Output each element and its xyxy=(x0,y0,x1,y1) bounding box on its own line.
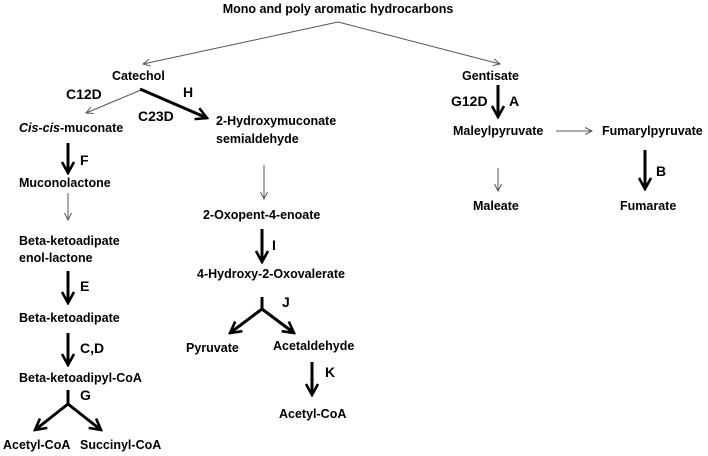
node-catechol: Catechol xyxy=(112,69,165,83)
title-hydrocarbons: Mono and poly aromatic hydrocarbons xyxy=(222,2,454,16)
split-arrow-g xyxy=(35,390,101,430)
enzyme-label-a: A xyxy=(509,93,520,109)
node-gentisate: Gentisate xyxy=(462,69,519,83)
node-succinyl-coa: Succinyl-CoA xyxy=(80,438,162,452)
node-cis-cis-muconate: Cis-cis-muconate xyxy=(19,121,123,135)
node-acetaldehyde: Acetaldehyde xyxy=(273,339,355,353)
node-muconolactone: Muconolactone xyxy=(19,176,111,190)
node-fumarate: Fumarate xyxy=(620,199,677,213)
node-maleate: Maleate xyxy=(473,199,519,213)
arrow-hydrocarbons-to-catechol xyxy=(143,21,339,64)
split-arrow-j xyxy=(230,297,294,333)
node-fumarylpyruvate: Fumarylpyruvate xyxy=(602,124,703,138)
enzyme-label-e: E xyxy=(80,278,90,294)
node-beta-ketoadipate-enol-lactone-line2: enol-lactone xyxy=(19,251,93,265)
node-beta-ketoadipate: Beta-ketoadipate xyxy=(19,311,120,325)
node-beta-ketoadipyl-coa: Beta-ketoadipyl-CoA xyxy=(19,371,142,385)
node-oxopent-4-enoate: 2-Oxopent-4-enoate xyxy=(203,208,321,222)
enzyme-label-g: G xyxy=(80,387,91,403)
cis-cis-suffix: -muconate xyxy=(60,121,124,135)
enzyme-label-c12d: C12D xyxy=(66,86,102,102)
node-acetyl-coa-right: Acetyl-CoA xyxy=(279,407,347,421)
enzyme-label-j: J xyxy=(282,294,290,310)
enzyme-label-f: F xyxy=(80,152,89,168)
arrow-catechol-to-hms xyxy=(139,87,207,118)
enzyme-label-g12d: G12D xyxy=(451,93,488,109)
cis-cis-prefix: Cis-cis xyxy=(19,121,60,135)
arrow-catechol-to-cis-cis-muconate xyxy=(86,89,142,113)
node-maleylpyruvate: Maleylpyruvate xyxy=(453,124,544,138)
enzyme-label-h: H xyxy=(183,84,194,100)
node-hydroxymuconate-semialdehyde-line2: semialdehyde xyxy=(216,132,299,146)
node-hydroxymuconate-semialdehyde-line1: 2-Hydroxymuconate xyxy=(216,114,337,128)
enzyme-label-b: B xyxy=(656,163,667,179)
arrow-hydrocarbons-to-gentisate xyxy=(337,21,500,64)
node-hydroxy-oxovalerate: 4-Hydroxy-2-Oxovalerate xyxy=(197,267,345,281)
enzyme-label-c23d: C23D xyxy=(138,108,174,124)
node-pyruvate: Pyruvate xyxy=(186,341,239,355)
enzyme-label-i: I xyxy=(272,237,276,253)
enzyme-label-k: K xyxy=(325,364,336,380)
enzyme-label-cd: C,D xyxy=(80,340,105,356)
node-beta-ketoadipate-enol-lactone-line1: Beta-ketoadipate xyxy=(19,234,120,248)
node-acetyl-coa-left: Acetyl-CoA xyxy=(3,438,71,452)
